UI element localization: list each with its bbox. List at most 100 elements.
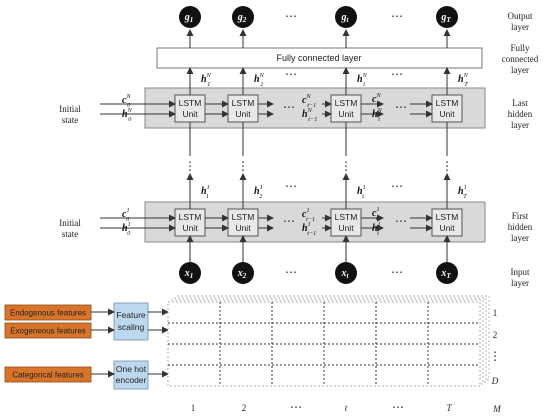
first-hidden-lstm-unit-3 — [330, 208, 362, 237]
tensor-col-label-2: 2 — [242, 403, 247, 413]
first-hidden-ellipsis-right: ⋯ — [395, 214, 407, 228]
input-node-4-circle — [436, 262, 458, 284]
last-hidden-lstm-sub-3: Unit — [338, 109, 354, 119]
onehot-line2: encoder — [116, 375, 147, 385]
right-label-first-1: First — [512, 211, 529, 221]
last-hidden-lstm-sub-2: Unit — [235, 109, 251, 119]
input-node-1-label: x1 — [184, 268, 194, 280]
tensor-col-label-1: 1 — [191, 403, 196, 413]
input-node-4-label: xT — [440, 268, 451, 280]
right-label-output-1: Output — [507, 11, 533, 21]
last-hidden-ellipsis-left: ⋯ — [283, 100, 295, 114]
tensor-label-m: M — [492, 404, 501, 414]
right-label-fc-2: connected — [502, 54, 539, 64]
input-node-3-circle — [335, 262, 357, 284]
first-hidden-lstm-sub-1: Unit — [182, 223, 198, 233]
output-node-4: gT — [436, 6, 458, 28]
first-hidden-lstm-sub-2: Unit — [235, 223, 251, 233]
output-node-2-label: g2 — [237, 12, 247, 24]
input-ellipsis-2: ⋯ — [391, 265, 403, 279]
right-label-last-3: layer — [511, 120, 529, 130]
output-node-4-label: gT — [440, 12, 451, 24]
tensor-row-label-2: 2 — [493, 330, 498, 340]
output-node-1-label: g1 — [184, 12, 194, 24]
feature-label-1: Endogenous features — [10, 309, 86, 318]
feature-scaling-box — [113, 302, 149, 341]
last-hidden-ellipsis-right: ⋯ — [395, 100, 407, 114]
between-vdots-4: ⋮ — [441, 159, 453, 173]
right-label-fc-1: Fully — [510, 43, 530, 53]
right-label-last-2: hidden — [508, 109, 533, 119]
first-up-ellipsis-1: ⋯ — [285, 179, 297, 193]
onehot-encoder-box — [113, 360, 149, 390]
input-node-2-label: x2 — [237, 268, 247, 280]
feature-scaling-line2: scaling — [118, 322, 145, 332]
output-node-3-circle — [335, 6, 357, 28]
output-node-1-circle — [179, 6, 201, 28]
tensor-row-label-1: 1 — [493, 308, 498, 318]
input-node-1-circle — [179, 262, 201, 284]
feature-label-3: Categorical features — [12, 371, 84, 380]
first-hidden-lstm-label-1: LSTM — [179, 212, 202, 222]
input-node-2-circle — [232, 262, 254, 284]
output-ellipsis-2: ⋯ — [391, 9, 403, 23]
right-label-last-1: Last — [512, 98, 528, 108]
initial-state-first-2: state — [62, 229, 79, 239]
first-hidden-lstm-label-4: LSTM — [436, 212, 459, 222]
output-node-1: g1 — [179, 6, 201, 28]
right-label-input-1: Input — [511, 267, 530, 277]
tensor-row-label-d: D — [491, 376, 499, 386]
input-node-1: x1 — [179, 262, 201, 284]
tensor-col-label-T: T — [446, 403, 452, 413]
fc-layer-box — [156, 47, 483, 69]
initial-state-last-2: state — [62, 115, 79, 125]
tensor-row-vdots: ⋮ — [489, 349, 501, 363]
right-label-output-2: layer — [511, 22, 529, 32]
last-hidden-lstm-sub-4: Unit — [439, 109, 455, 119]
feature-label-2: Exogeneous features — [10, 327, 86, 336]
first-hidden-lstm-label-3: LSTM — [335, 212, 358, 222]
input-node-3-label: xt — [341, 268, 350, 280]
between-vdots-1: ⋮ — [184, 159, 196, 173]
right-label-input-2: layer — [511, 278, 529, 288]
last-hidden-lstm-label-4: LSTM — [436, 98, 459, 108]
last-hidden-lstm-label-2: LSTM — [232, 98, 255, 108]
feature-scaling-line1: Feature — [116, 310, 146, 320]
fc-layer-label: Fully connected layer — [276, 53, 361, 63]
initial-state-last-1: Initial — [59, 104, 81, 114]
first-hidden-lstm-unit-2 — [227, 208, 259, 237]
right-label-first-3: layer — [511, 233, 529, 243]
tensor-col-ellipsis-1: ⋯ — [290, 400, 302, 414]
input-ellipsis-1: ⋯ — [285, 265, 297, 279]
first-hidden-ellipsis-left: ⋯ — [283, 214, 295, 228]
output-node-3-label: gt — [341, 12, 350, 24]
between-vdots-3: ⋮ — [340, 159, 352, 173]
initial-state-first-1: Initial — [59, 218, 81, 228]
